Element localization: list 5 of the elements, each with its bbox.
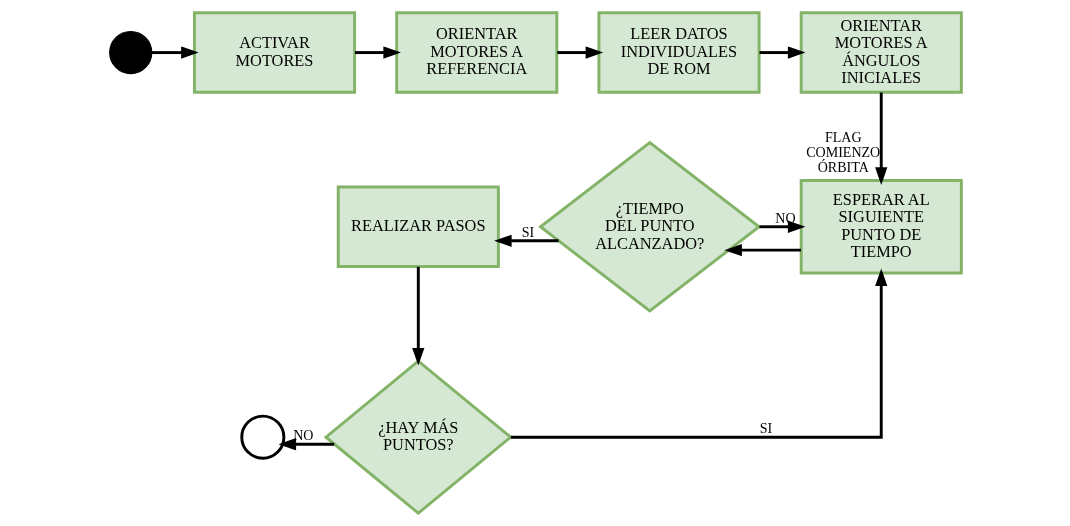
- edge-label: FLAG COMIENZO ÓRBITA: [805, 129, 880, 176]
- edge-label: SI: [521, 224, 534, 240]
- edge-label: NO: [292, 428, 313, 444]
- edge-label: NO: [774, 210, 796, 226]
- edge-label: SI: [759, 421, 772, 437]
